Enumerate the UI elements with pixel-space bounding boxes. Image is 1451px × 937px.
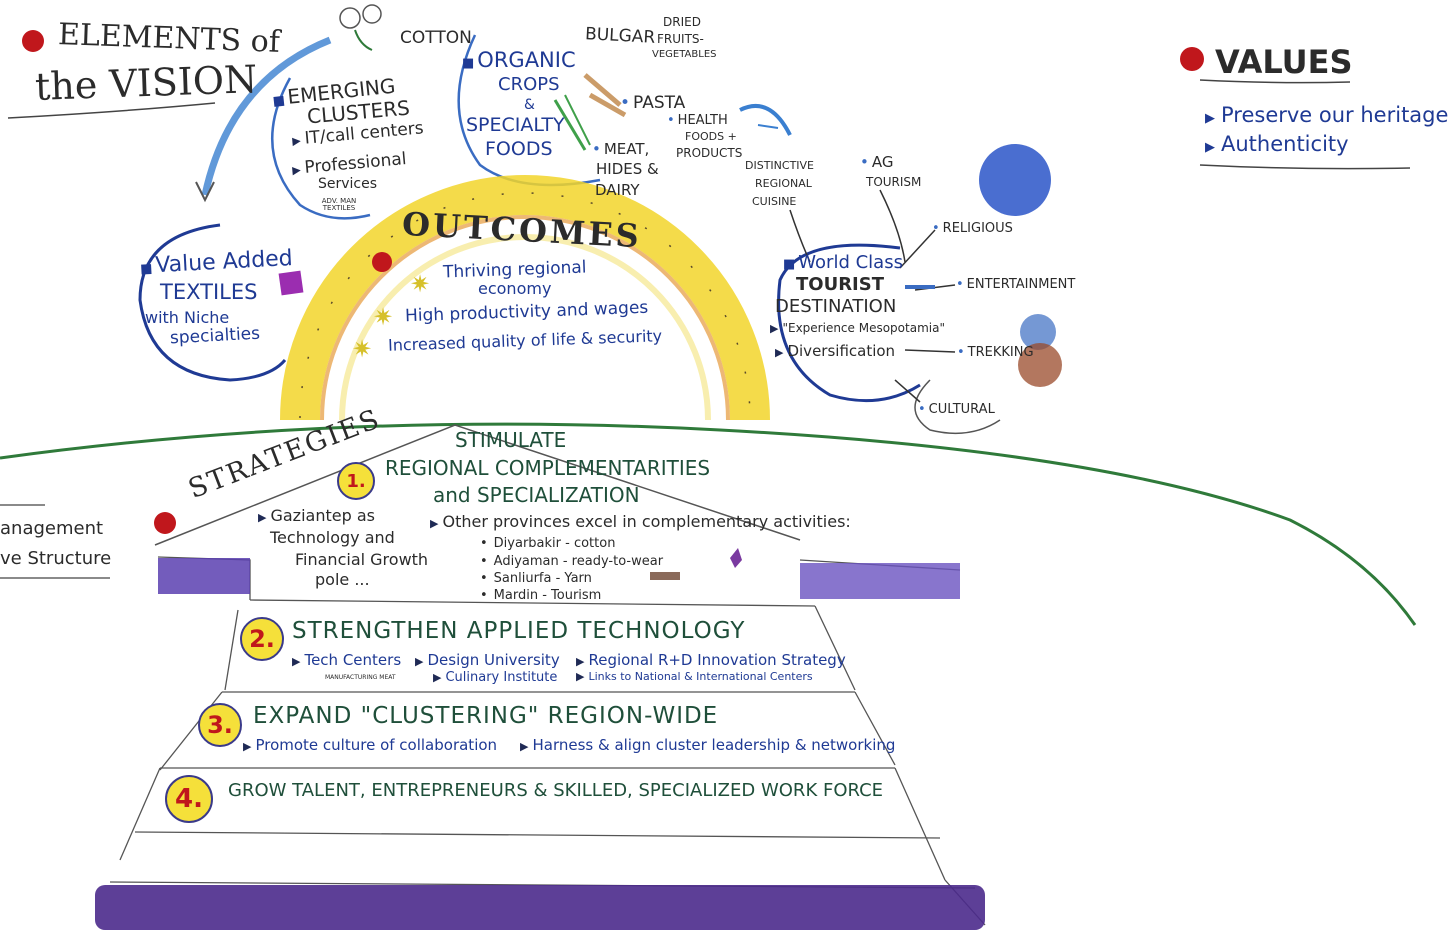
strategy-1-left: Technology and [270, 528, 395, 547]
ag-label: AG [860, 155, 894, 170]
emerging-item: Services [318, 176, 378, 192]
meat-label: MEAT, [592, 142, 649, 157]
strategy-2-heading: STRENGTHEN APPLIED TECHNOLOGY [292, 618, 746, 644]
strategy-1-number: 1. [337, 462, 375, 500]
organic-heading3: SPECIALTY [466, 114, 565, 136]
tourism-center: TOURIST [796, 274, 884, 295]
trekking-label: TREKKING [957, 346, 1034, 359]
strategies-red-icon [154, 512, 176, 534]
title-line1: ELEMENTS of [57, 17, 281, 60]
values-red-icon [1180, 47, 1204, 71]
strategy-2-item: Tech Centers [292, 653, 401, 668]
left-partial-text: anagement [0, 518, 104, 539]
tourism-center: DESTINATION [775, 296, 897, 317]
strategy-3-heading: EXPAND "CLUSTERING" REGION-WIDE [253, 703, 719, 729]
health-label: PRODUCTS [676, 146, 743, 160]
cuisine-label: REGIONAL [755, 177, 812, 190]
strategy-3-item: Promote culture of collaboration [243, 738, 497, 753]
cuisine-label: DISTINCTIVE [745, 159, 815, 172]
title-line2: the VISION [34, 57, 258, 109]
entertainment-label: ENTERTAINMENT [956, 278, 1076, 291]
province-item: Diyarbakir - cotton [480, 537, 616, 550]
province-item: Adiyaman - ready-to-wear [480, 555, 663, 568]
strategy-1-right: Other provinces excel in complementary a… [430, 514, 850, 530]
tourism-item: Diversification [775, 344, 895, 359]
province-item: Mardin - Tourism [480, 589, 602, 602]
tourism-item: "Experience Mesopotamia" [770, 322, 945, 334]
values-item: Preserve our heritage [1205, 105, 1448, 126]
strategy-1-left: Gaziantep as [258, 508, 375, 524]
dried-label: VEGETABLES [652, 49, 717, 60]
emerging-small: ADV. MAN TEXTILES [321, 197, 357, 212]
ag-label: TOURISM [866, 175, 922, 189]
strategy-2-number: 2. [240, 617, 284, 661]
meat-label: HIDES & [596, 160, 659, 178]
strategy-3-item: Harness & align cluster leadership & net… [520, 738, 895, 753]
strategy-1-left: pole ... [315, 570, 370, 589]
strategy-2-item: Regional R+D Innovation Strategy [576, 653, 845, 668]
title-red-icon [22, 30, 44, 52]
cultural-label: CULTURAL [918, 403, 995, 416]
health-label: FOODS + [685, 130, 737, 143]
textiles-line2: TEXTILES [160, 280, 258, 304]
cuisine-label: CUISINE [752, 195, 797, 208]
organic-heading4: FOODS [485, 138, 553, 160]
organic-amp: & [524, 97, 535, 113]
dried-label: FRUITS- [657, 32, 704, 46]
organic-heading: ORGANIC [462, 50, 575, 71]
textiles-line4: specialties [169, 323, 261, 349]
tourism-center: World Class [783, 254, 903, 272]
pasta-label: PASTA [620, 95, 685, 112]
outcome-item: economy [478, 279, 552, 298]
cotton-label: COTTON [400, 28, 472, 48]
strategy-1-left: Financial Growth [295, 550, 429, 569]
star-icon: ✷ [352, 335, 373, 363]
dried-label: DRIED [663, 15, 701, 29]
strategy-1-heading: STIMULATE [455, 428, 567, 452]
strategy-2-sub: Culinary Institute [433, 671, 557, 684]
star-icon: ✷ [373, 303, 394, 331]
province-item: Sanliurfa - Yarn [480, 572, 592, 585]
health-label: HEALTH [667, 114, 728, 127]
strategy-2-note: MANUFACTURING MEAT [325, 674, 396, 681]
strategy-2-sub: Links to National & International Center… [576, 671, 812, 682]
strategy-4-heading: GROW TALENT, ENTREPRENEURS & SKILLED, SP… [228, 780, 884, 801]
values-heading: VALUES [1215, 43, 1353, 81]
organic-heading2: CROPS [498, 74, 560, 95]
religious-label: RELIGIOUS [932, 222, 1013, 235]
strategy-4-number: 4. [165, 775, 213, 823]
left-partial-text: ve Structure [0, 548, 112, 569]
strategy-1-heading: and SPECIALIZATION [433, 483, 640, 507]
outcomes-red-icon [372, 252, 392, 272]
values-item: Authenticity [1205, 134, 1349, 155]
star-icon: ✷ [410, 270, 431, 298]
meat-label: DAIRY [595, 181, 640, 199]
strategy-2-item: Design University [415, 653, 559, 668]
strategy-1-heading: REGIONAL COMPLEMENTARITIES [385, 456, 711, 480]
textiles-line3: with Niche [145, 308, 230, 327]
strategy-3-number: 3. [198, 703, 242, 747]
bulgar-label: BULGAR [584, 24, 656, 48]
